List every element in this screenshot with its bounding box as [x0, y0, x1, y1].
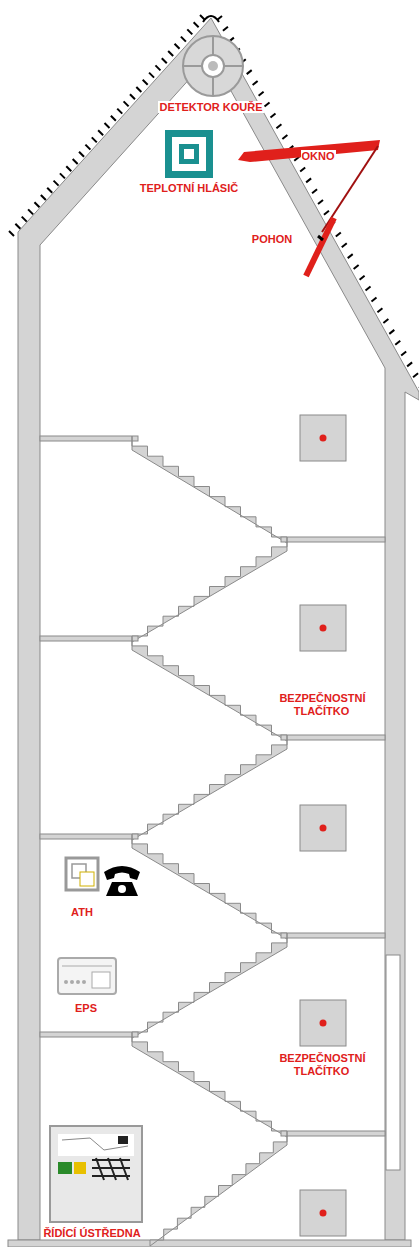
label-text: ŘÍDÍCÍ ÚSTŘEDNA [42, 1227, 141, 1239]
part-label: BEZPEČNOSTNÍ TLAČÍTKO [272, 692, 372, 718]
label-text: OKNO [301, 150, 336, 162]
label-text: TEPLOTNÍ HLÁSIČ [139, 182, 239, 194]
label-text: EPS [74, 1002, 98, 1014]
part-label: OKNO [288, 150, 348, 163]
label-text: BEZPEČNOSTNÍ TLAČÍTKO [278, 692, 365, 717]
part-label: TEPLOTNÍ HLÁSIČ [129, 182, 249, 195]
part-label: ATH [57, 906, 107, 919]
part-label: BEZPEČNOSTNÍ TLAČÍTKO [272, 1052, 372, 1078]
part-label: POHON [242, 233, 302, 246]
part-label: EPS [61, 1002, 111, 1015]
part-label: DETEKTOR KOUŘE [151, 101, 271, 114]
label-text: DETEKTOR KOUŘE [158, 101, 263, 113]
label-text: ATH [70, 906, 94, 918]
label-text: BEZPEČNOSTNÍ TLAČÍTKO [278, 1052, 365, 1077]
label-text: POHON [251, 233, 293, 245]
part-label: ŘÍDÍCÍ ÚSTŘEDNA [32, 1227, 152, 1240]
